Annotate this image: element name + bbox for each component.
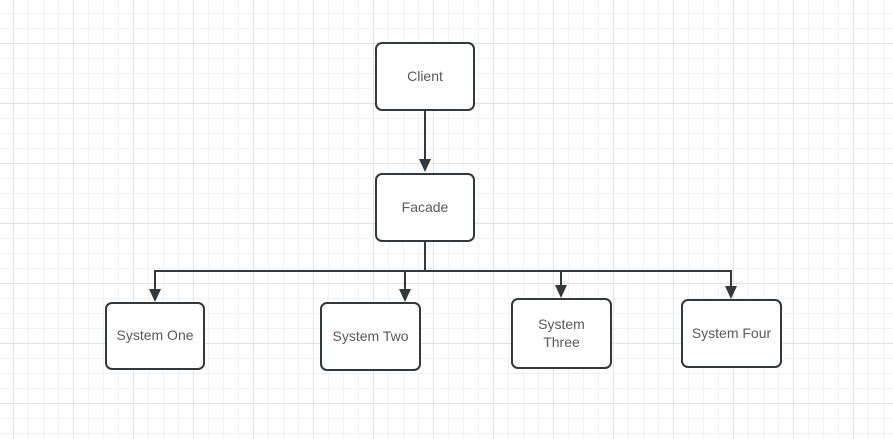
node-label: System Three	[538, 316, 585, 350]
edge-facade-system-one[interactable]	[149, 242, 426, 302]
node-system-three[interactable]: System Three	[511, 298, 612, 369]
node-label: System One	[116, 327, 194, 344]
edge-line[interactable]	[424, 242, 732, 287]
arrowhead-icon	[555, 285, 567, 298]
arrowhead-icon	[399, 289, 411, 302]
edge-line[interactable]	[154, 242, 426, 290]
arrowhead-icon	[419, 159, 431, 172]
node-system-one[interactable]: System One	[105, 302, 205, 370]
node-label: Facade	[401, 198, 449, 215]
edge-line[interactable]	[424, 242, 562, 286]
node-system-four[interactable]: System Four	[681, 299, 782, 368]
node-facade[interactable]: Facade	[375, 173, 475, 242]
edge-line[interactable]	[404, 242, 426, 290]
arrowhead-icon	[725, 286, 737, 299]
arrowhead-icon	[149, 289, 161, 302]
node-label: System Two	[332, 327, 409, 344]
node-client[interactable]: Client	[375, 42, 475, 111]
node-label: Client	[407, 67, 443, 84]
edge-client-facade[interactable]	[419, 111, 431, 172]
edge-facade-system-four[interactable]	[424, 242, 737, 299]
node-label: System Four	[691, 324, 772, 341]
node-system-two[interactable]: System Two	[320, 302, 421, 371]
